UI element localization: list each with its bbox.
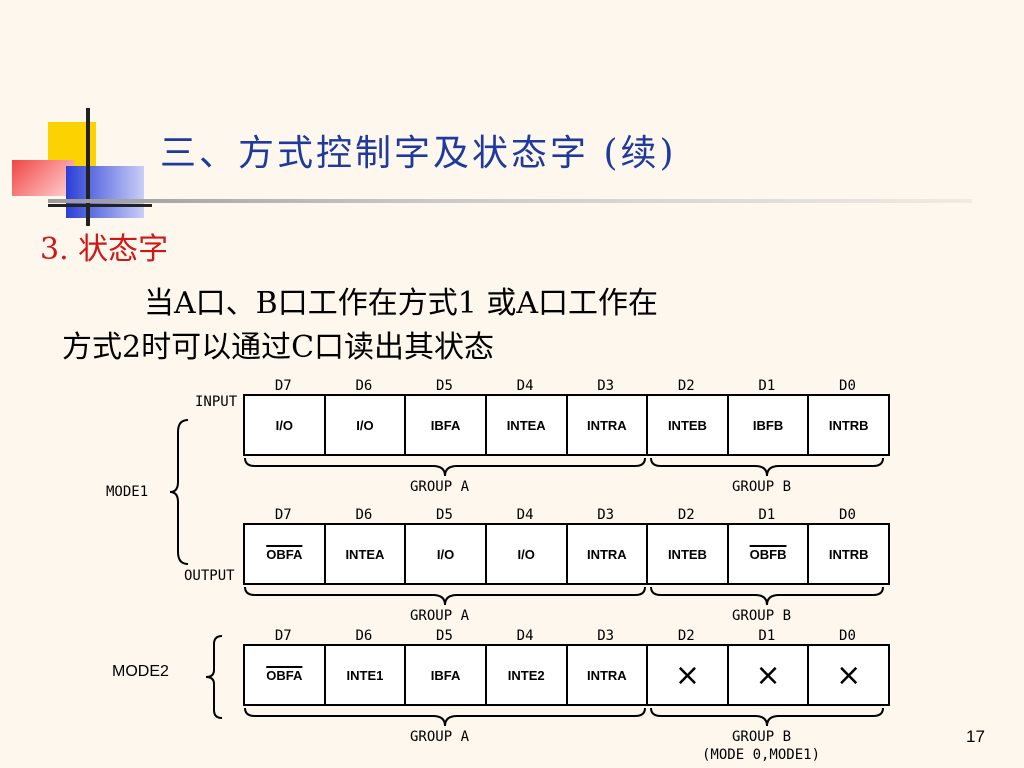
group-a-label: GROUP A	[410, 608, 470, 624]
bit-label: D2	[677, 378, 695, 394]
register-cell: INTEA	[326, 525, 407, 583]
body-line-1: 当A口、B口工作在方式1 或A口工作在	[144, 286, 658, 321]
bit-label: D6	[355, 378, 373, 394]
register-cell: IBFA	[406, 396, 487, 454]
bit-label: D2	[677, 507, 695, 523]
input-label: INPUT	[195, 394, 238, 410]
bit-label: D7	[274, 378, 292, 394]
section-heading: 3. 状态字	[40, 232, 169, 267]
output-label: OUTPUT	[184, 568, 235, 584]
group-b-label: GROUP B	[732, 479, 792, 495]
register-cell: INTE1	[326, 646, 407, 704]
bit-label: D3	[597, 378, 615, 394]
bit-label: D6	[355, 628, 373, 644]
group-b-label: GROUP B	[732, 729, 792, 745]
bit-label: D4	[516, 378, 534, 394]
bit-label: D4	[516, 628, 534, 644]
bit-label: D7	[274, 628, 292, 644]
page-title: 三、方式控制字及状态字 (续)	[160, 133, 677, 174]
bit-label: D4	[516, 507, 534, 523]
bit-label: D1	[758, 378, 776, 394]
group-b-mode-note: (MODE 0,MODE1)	[702, 747, 821, 763]
bit-label: D0	[839, 628, 856, 644]
register-cell: INTEB	[648, 525, 729, 583]
mode2-register: OBFA INTE1 IBFA INTE2 INTRA × × ×	[243, 644, 890, 706]
bit-labels-row1: D7 D6 D5 D4 D3 D2 D1 D0	[243, 378, 888, 394]
register-cell: OBFA	[245, 525, 326, 583]
title-decoration	[12, 108, 152, 228]
register-cell: INTRA	[568, 396, 649, 454]
bit-label: D3	[597, 507, 615, 523]
title-rule	[48, 199, 972, 203]
register-cell: IBFB	[729, 396, 810, 454]
register-cell: INTRB	[828, 417, 869, 433]
bit-label: D5	[436, 507, 453, 523]
body-line-2: 方式2时可以通过C口读出其状态	[62, 330, 495, 365]
register-cell: I/O	[326, 396, 407, 454]
bit-label: D3	[597, 628, 615, 644]
register-cell: INTEB	[648, 396, 729, 454]
register-cell: INTE2	[487, 646, 568, 704]
decor-blue-square	[66, 166, 144, 218]
group-brace-row2	[244, 586, 884, 606]
decor-vertical-line	[86, 108, 90, 226]
register-cell: I/O	[406, 525, 487, 583]
register-cell: INTRA	[568, 525, 649, 583]
register-cell: OBFA	[245, 646, 326, 704]
page-number: 17	[966, 727, 985, 746]
mode2-brace	[205, 635, 223, 719]
bit-label: D5	[436, 378, 453, 394]
register-cell: OBFB	[729, 525, 810, 583]
register-cell: INTRB	[828, 546, 869, 562]
group-a-label: GROUP A	[410, 479, 470, 495]
unused-bit-cross-icon: ×	[729, 646, 810, 704]
mode1-input-register: I/O I/O IBFA INTEA INTRA INTEB IBFB INTR…	[243, 394, 890, 456]
register-cell: INTRA	[568, 646, 649, 704]
mode2-label: MODE2	[112, 663, 169, 680]
bit-label: D7	[274, 507, 292, 523]
unused-bit-cross-icon: ×	[836, 657, 862, 693]
register-cell: INTEA	[487, 396, 568, 454]
bit-label: D1	[758, 628, 776, 644]
group-brace-row3	[244, 707, 884, 727]
mode1-brace	[169, 419, 189, 565]
bit-label: D5	[436, 628, 453, 644]
group-a-label: GROUP A	[410, 729, 470, 745]
bit-label: D0	[839, 378, 856, 394]
bit-labels-row3: D7 D6 D5 D4 D3 D2 D1 D0	[243, 628, 888, 644]
unused-bit-cross-icon: ×	[648, 646, 729, 704]
group-brace-row1	[244, 457, 884, 477]
mode1-output-register: OBFA INTEA I/O I/O INTRA INTEB OBFB INTR…	[243, 523, 890, 585]
group-b-label: GROUP B	[732, 608, 792, 624]
decor-red-square	[12, 160, 74, 196]
decor-horizontal-line	[48, 204, 152, 207]
mode1-label: MODE1	[106, 484, 149, 500]
register-cell: I/O	[245, 396, 326, 454]
bit-label: D0	[839, 507, 856, 523]
bit-label: D6	[355, 507, 373, 523]
bit-labels-row2: D7 D6 D5 D4 D3 D2 D1 D0	[243, 507, 888, 523]
bit-label: D2	[677, 628, 695, 644]
register-cell: IBFA	[406, 646, 487, 704]
register-cell: I/O	[487, 525, 568, 583]
bit-label: D1	[758, 507, 776, 523]
